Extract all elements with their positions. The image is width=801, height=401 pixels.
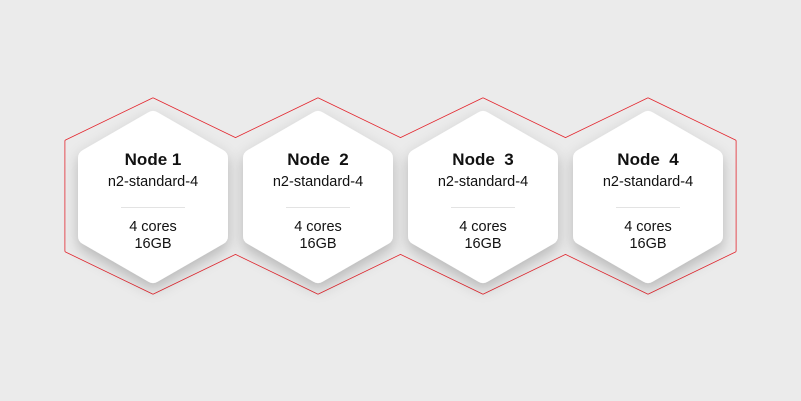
node-hexagon bbox=[243, 111, 393, 283]
node-divider bbox=[286, 207, 350, 208]
node-divider bbox=[616, 207, 680, 208]
node-title: Node 4 bbox=[617, 150, 679, 169]
node-card: Node 4 n2-standard-4 4 cores 16GB bbox=[573, 150, 723, 253]
node-card: Node 3 n2-standard-4 4 cores 16GB bbox=[408, 150, 558, 253]
node-machine-type: n2-standard-4 bbox=[272, 174, 364, 190]
node-title: Node 3 bbox=[452, 150, 514, 169]
node-machine-type: n2-standard-4 bbox=[602, 174, 694, 190]
node-machine-type: n2-standard-4 bbox=[107, 174, 199, 190]
node-card: Node 1 n2-standard-4 4 cores 16GB bbox=[78, 150, 228, 253]
node-hexagon bbox=[408, 111, 558, 283]
node-card: Node 2 n2-standard-4 4 cores 16GB bbox=[243, 150, 393, 253]
node-machine-type: n2-standard-4 bbox=[437, 174, 529, 190]
node-title: Node 1 bbox=[124, 150, 182, 169]
node-memory: 16GB bbox=[629, 236, 667, 252]
node-memory: 16GB bbox=[134, 236, 172, 252]
node-divider bbox=[121, 207, 185, 208]
node-hexagon bbox=[78, 111, 228, 283]
node-cores: 4 cores bbox=[129, 219, 177, 235]
node-cores: 4 cores bbox=[294, 219, 342, 235]
node-memory: 16GB bbox=[464, 236, 502, 252]
node-title: Node 2 bbox=[287, 150, 349, 169]
node-memory: 16GB bbox=[299, 236, 337, 252]
node-divider bbox=[451, 207, 515, 208]
node-cores: 4 cores bbox=[624, 219, 672, 235]
node-cores: 4 cores bbox=[459, 219, 507, 235]
node-hexagon bbox=[573, 111, 723, 283]
